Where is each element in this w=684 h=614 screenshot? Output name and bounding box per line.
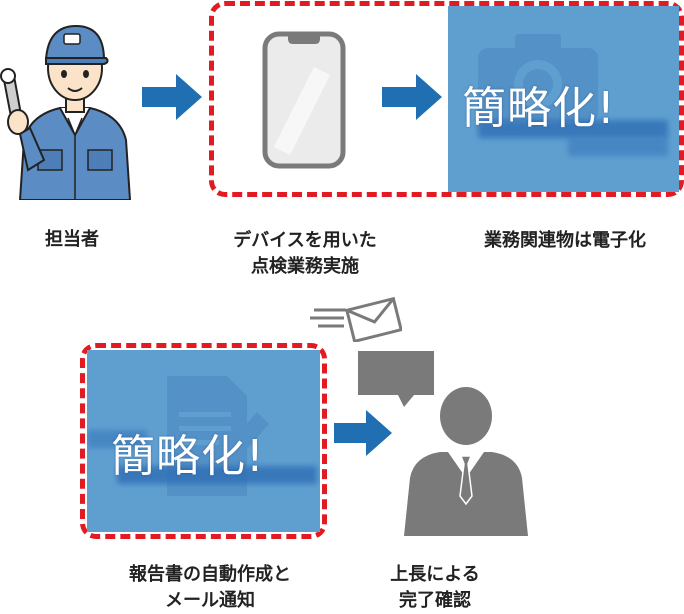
simplified-section-top [209,1,684,197]
device-label-line1: デバイスを用いた [233,230,377,251]
worker-label: 担当者 [45,229,99,250]
simplified-section-bottom [80,343,327,539]
report-label-line1: 報告書の自動作成と [129,564,291,585]
approve-label-line1: 上長による [390,564,480,585]
arrow-right-icon [334,410,392,456]
approve-label-line2: 完了確認 [399,590,471,611]
report-panel: 簡略化! [87,350,320,532]
report-label-line2: メール通知 [165,590,255,611]
digital-panel: 簡略化! [448,6,679,192]
simplified-stamp: 簡略化! [462,83,616,134]
manager-icon [404,387,528,536]
device-label-line2: 点検業務実施 [251,256,359,277]
simplified-stamp: 簡略化! [111,431,265,482]
arrow-right-icon [382,74,442,120]
device-label: デバイスを用いた 点検業務実施 [200,228,410,280]
report-label: 報告書の自動作成と メール通知 [100,562,320,614]
envelope-icon [310,296,402,342]
arrow-right-icon [142,74,202,120]
approve-label: 上長による 完了確認 [370,562,500,614]
digital-label: 業務関連物は電子化 [484,230,646,251]
camera-icon [478,34,598,122]
speech-bubble-icon [358,351,434,407]
smartphone-icon [262,31,346,169]
worker-icon [0,24,132,200]
